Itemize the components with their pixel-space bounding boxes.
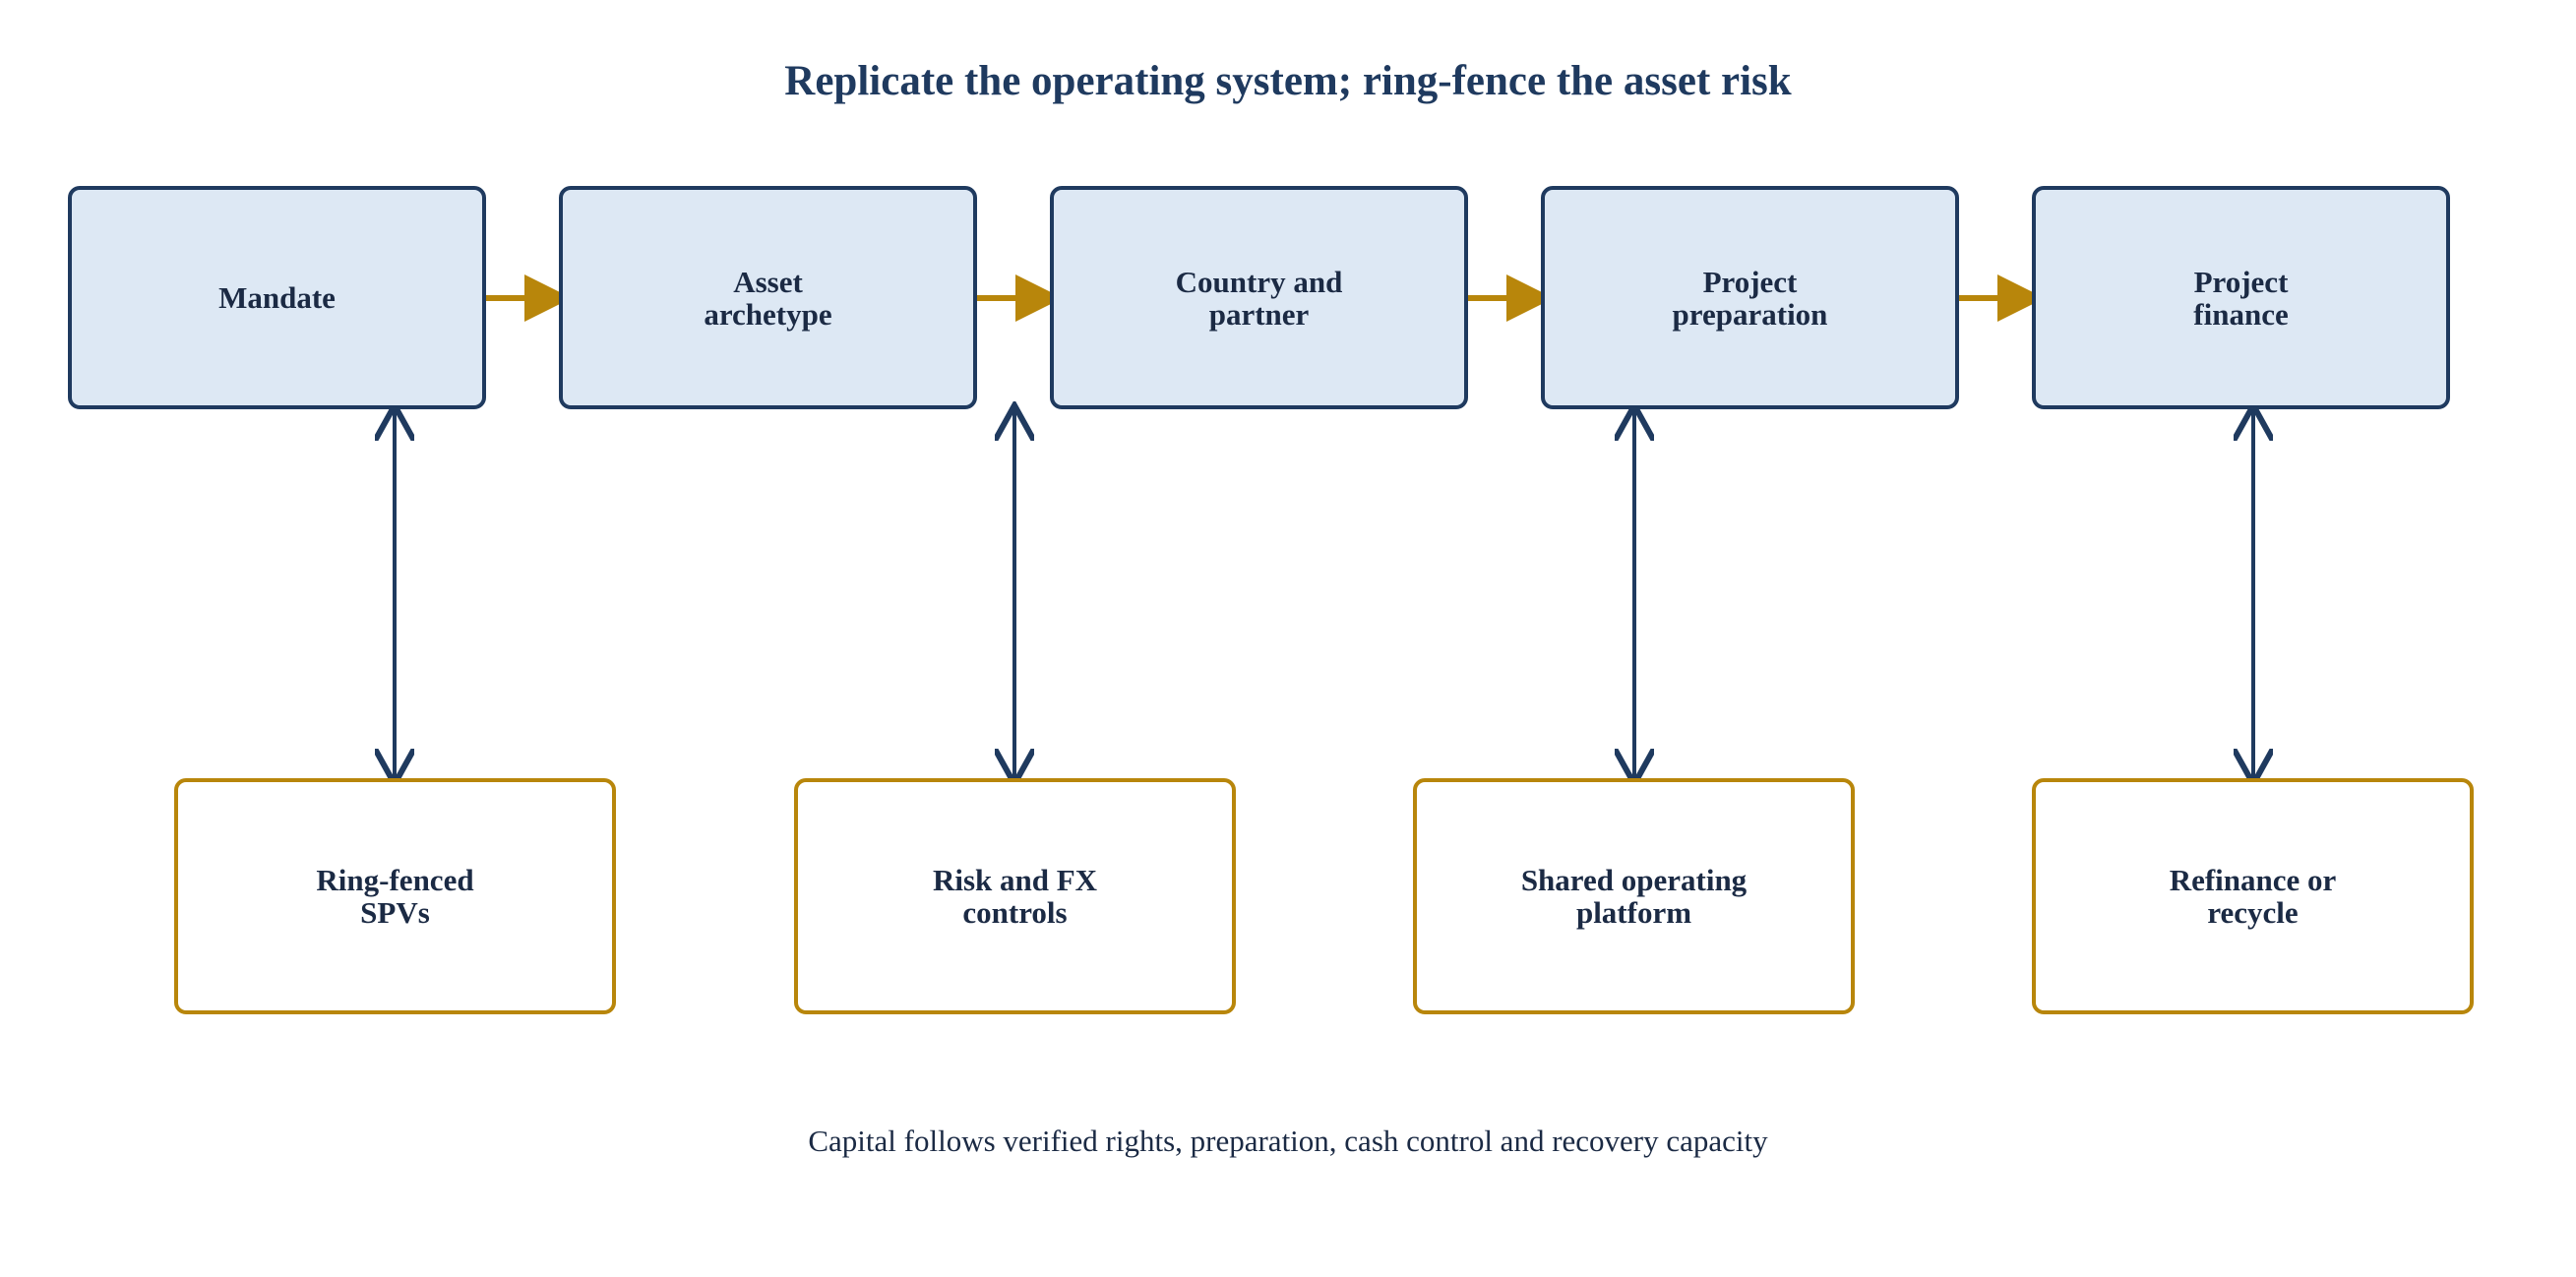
stage-asset-archetype: Asset archetype: [559, 186, 977, 409]
control-label: Refinance or recycle: [2169, 863, 2337, 930]
diagram-title: Replicate the operating system; ring-fen…: [784, 58, 1792, 104]
control-label: Ring-fenced SPVs: [316, 863, 474, 930]
stage-project-finance: Project finance: [2032, 186, 2450, 409]
control-refinance-or-recycle: Refinance or recycle: [2032, 778, 2474, 1014]
control-ring-fenced-spvs: Ring-fenced SPVs: [174, 778, 616, 1014]
stage-label: Country and partner: [1175, 264, 1343, 332]
stage-mandate: Mandate: [68, 186, 486, 409]
stage-label: Project preparation: [1672, 264, 1828, 332]
stage-label: Mandate: [218, 280, 336, 315]
stage-country-and-partner: Country and partner: [1050, 186, 1468, 409]
control-risk-and-fx: Risk and FX controls: [794, 778, 1236, 1014]
stage-label: Asset archetype: [704, 264, 832, 332]
control-label: Risk and FX controls: [932, 863, 1098, 930]
diagram-caption: Capital follows verified rights, prepara…: [808, 1124, 1768, 1158]
stage-project-preparation: Project preparation: [1541, 186, 1959, 409]
stage-label: Project finance: [2193, 264, 2289, 332]
control-shared-platform: Shared operating platform: [1413, 778, 1855, 1014]
control-label: Shared operating platform: [1520, 863, 1748, 930]
